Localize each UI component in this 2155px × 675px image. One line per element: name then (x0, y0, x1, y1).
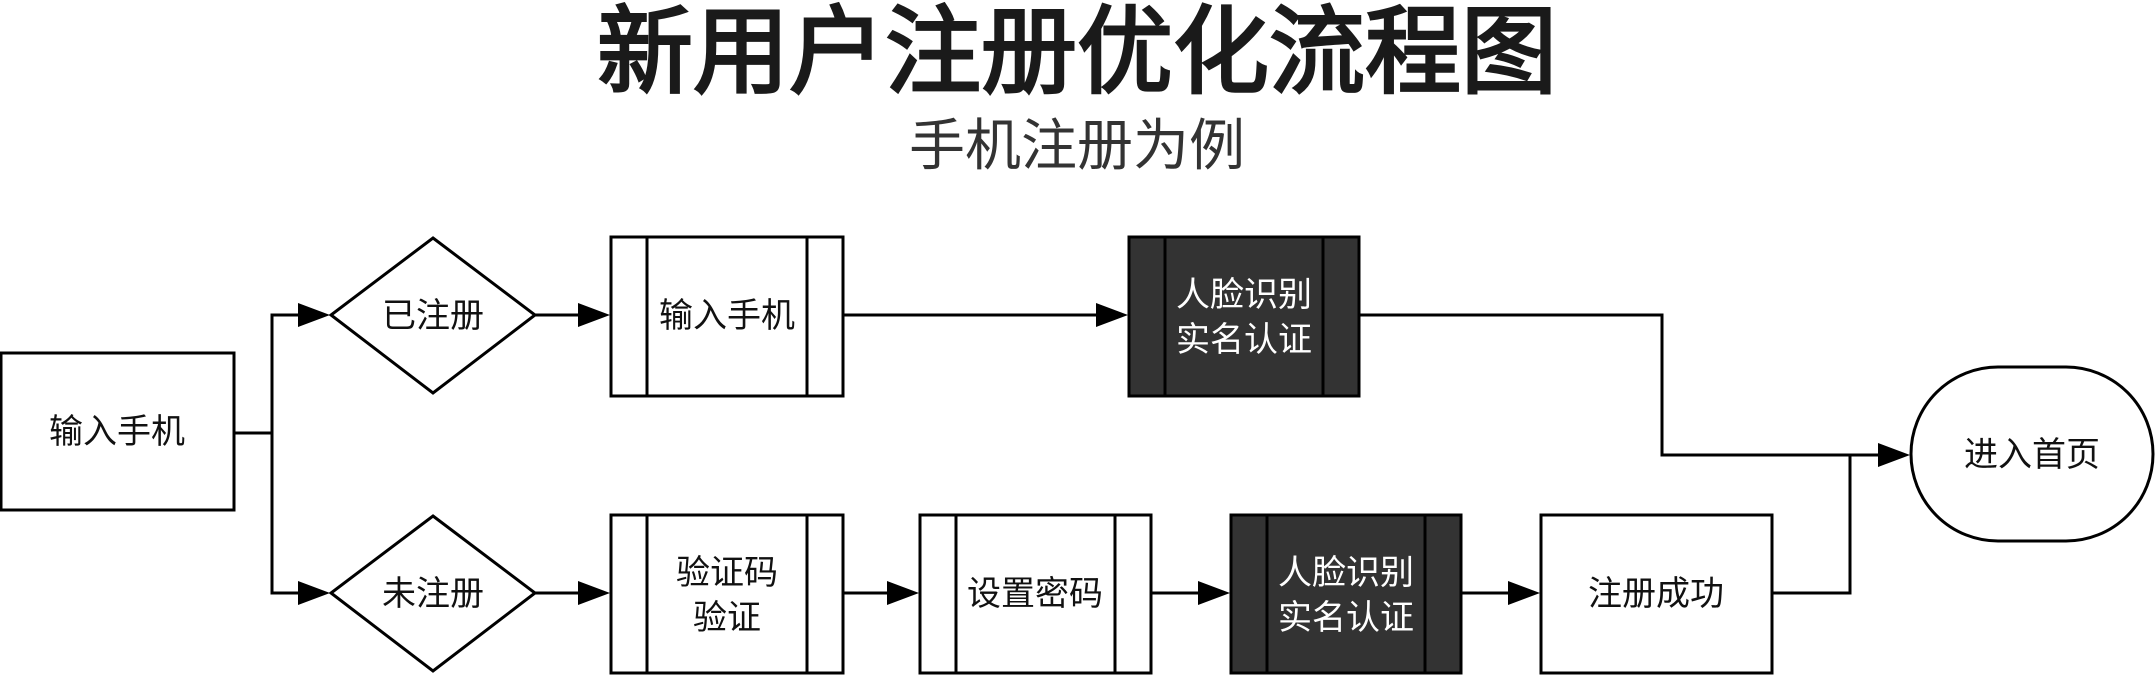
node-unregistered-label: 未注册 (382, 574, 484, 614)
page-subtitle: 手机注册为例 (909, 114, 1245, 179)
process-box-dark (1229, 513, 1463, 675)
process-box (609, 513, 845, 675)
node-unregistered[interactable]: 未注册 (328, 514, 538, 673)
page-title: 新用户注册优化流程图 (597, 0, 1557, 108)
node-start[interactable]: 输入手机 (0, 351, 236, 512)
node-face-bottom[interactable]: 人脸识别 实名认证 (1229, 513, 1463, 675)
node-verify-code-label-line2: 验证 (693, 598, 761, 638)
node-registered[interactable]: 已注册 (328, 236, 538, 395)
node-set-password-label: 设置密码 (967, 574, 1103, 614)
node-input-phone-label: 输入手机 (659, 296, 795, 336)
node-face-top-label-line2: 实名认证 (1176, 320, 1312, 360)
edge-split-to-unregistered (270, 433, 300, 595)
process-box-plain (1539, 513, 1774, 675)
process-box (609, 235, 845, 398)
node-enter-home[interactable]: 进入首页 (1909, 365, 2155, 543)
node-enter-home-label: 进入首页 (1964, 435, 2100, 475)
arrowhead (298, 581, 330, 605)
arrowhead (887, 581, 919, 605)
arrowhead (1096, 303, 1128, 327)
process-box (918, 513, 1153, 675)
node-input-phone[interactable]: 输入手机 (609, 235, 845, 398)
decision-diamond (328, 236, 538, 395)
node-registered-label: 已注册 (382, 296, 484, 336)
arrowhead (1198, 581, 1230, 605)
node-set-password[interactable]: 设置密码 (918, 513, 1153, 675)
terminal-pill (1909, 365, 2155, 543)
arrowhead (1878, 443, 1910, 467)
decision-diamond (328, 514, 538, 673)
node-register-success-label: 注册成功 (1588, 574, 1724, 614)
node-verify-code-label-line1: 验证码 (676, 553, 778, 593)
edge-success-to-home (1772, 455, 1852, 595)
arrowhead (578, 581, 610, 605)
node-register-success[interactable]: 注册成功 (1539, 513, 1774, 675)
node-start-box (0, 351, 236, 512)
node-face-bottom-label-line2: 实名认证 (1278, 598, 1414, 638)
node-face-bottom-label-line1: 人脸识别 (1278, 553, 1414, 593)
arrowhead (578, 303, 610, 327)
edge-split-to-registered (270, 313, 300, 433)
node-face-top[interactable]: 人脸识别 实名认证 (1127, 235, 1361, 398)
edge-face-top-to-home (1359, 313, 1880, 457)
arrowhead (298, 303, 330, 327)
edges (234, 303, 1910, 605)
node-start-label: 输入手机 (49, 412, 185, 452)
node-face-top-label-line1: 人脸识别 (1176, 275, 1312, 315)
process-box-dark (1127, 235, 1361, 398)
node-verify-code[interactable]: 验证码 验证 (609, 513, 845, 675)
arrowhead (1508, 581, 1540, 605)
